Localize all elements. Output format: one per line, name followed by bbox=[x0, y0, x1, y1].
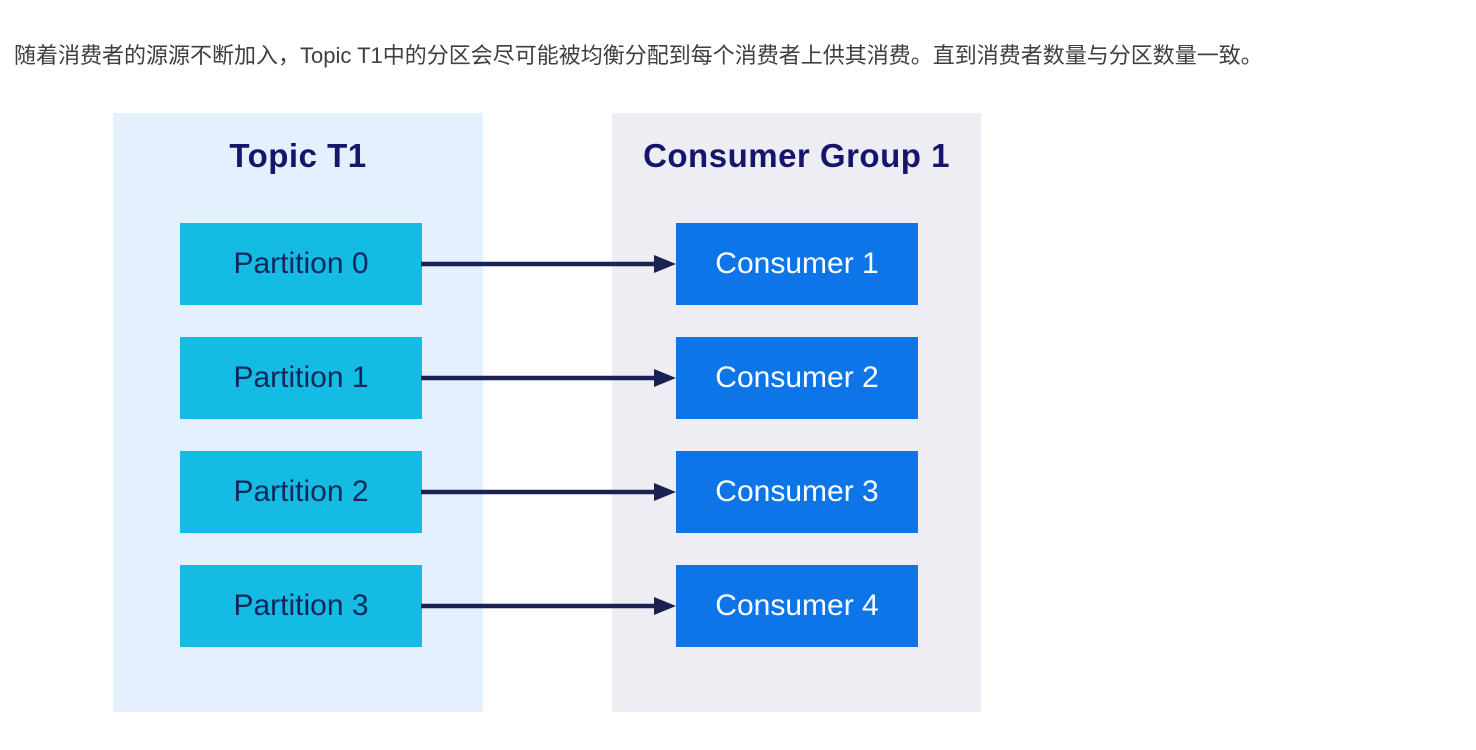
consumer-group-panel: Consumer Group 1 Consumer 1 Consumer 2 C… bbox=[612, 113, 981, 712]
consumer-box-3: Consumer 3 bbox=[676, 451, 918, 533]
partition-box-3: Partition 3 bbox=[180, 565, 422, 647]
consumer-box-2: Consumer 2 bbox=[676, 337, 918, 419]
partition-box-0: Partition 0 bbox=[180, 223, 422, 305]
partition-box-2: Partition 2 bbox=[180, 451, 422, 533]
topic-panel: Topic T1 Partition 0 Partition 1 Partiti… bbox=[113, 113, 483, 712]
partition-box-1: Partition 1 bbox=[180, 337, 422, 419]
consumer-box-4: Consumer 4 bbox=[676, 565, 918, 647]
topic-panel-title: Topic T1 bbox=[229, 137, 367, 174]
consumer-box-1: Consumer 1 bbox=[676, 223, 918, 305]
description-text: 随着消费者的源源不断加入，Topic T1中的分区会尽可能被均衡分配到每个消费者… bbox=[14, 43, 1263, 68]
consumer-group-title: Consumer Group 1 bbox=[643, 137, 950, 174]
